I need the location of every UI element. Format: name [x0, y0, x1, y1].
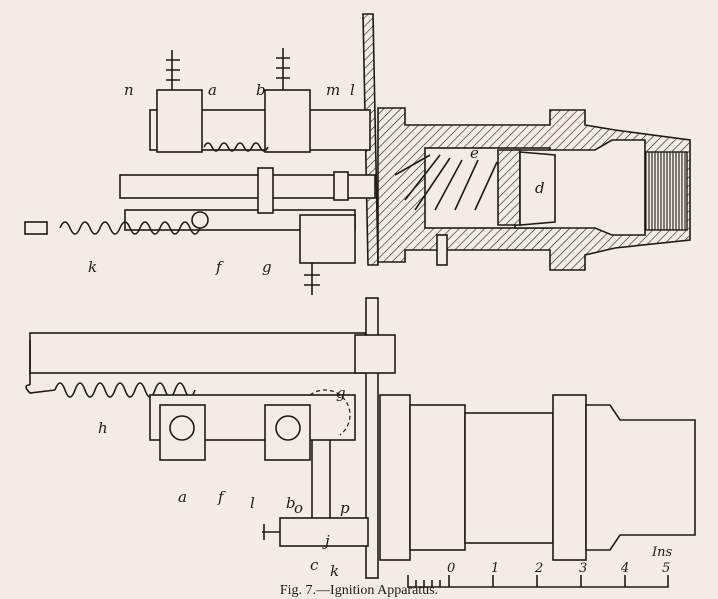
label-o: o — [294, 499, 303, 517]
exterior-view: h g a f l b j o p c k — [25, 297, 696, 580]
label-l-2: l — [250, 494, 255, 512]
block-b — [264, 89, 311, 153]
scale-tick-3: 3 — [579, 561, 587, 576]
sectional-view: n a b m l e d k f g — [24, 13, 691, 295]
label-f: f — [215, 258, 224, 276]
contact-block — [279, 517, 369, 547]
label-d: d — [535, 179, 545, 197]
spring-end — [24, 221, 48, 235]
figure-caption: Fig. 7.—Ignition Apparatus. — [280, 583, 438, 598]
barrel-2 — [464, 412, 554, 544]
knob — [262, 524, 280, 540]
spring-k — [59, 221, 201, 235]
terminal-b — [275, 415, 301, 441]
nozzle — [585, 404, 696, 551]
terminal-post — [304, 263, 320, 295]
scale-tick-1: 1 — [491, 561, 499, 576]
plug-head — [497, 149, 521, 226]
scale-unit: Ins — [651, 545, 673, 560]
pivot-eye — [191, 211, 209, 229]
lever-arm — [29, 332, 366, 374]
scale-tick-0: 0 — [447, 561, 455, 576]
label-e: e — [470, 144, 479, 162]
flange-2 — [552, 394, 587, 561]
label-m: m — [326, 81, 340, 99]
label-h: h — [98, 419, 108, 437]
label-c: c — [310, 556, 319, 574]
binding-posts — [166, 48, 290, 90]
label-b: b — [256, 81, 266, 99]
scale-tick-2: 2 — [534, 561, 543, 576]
block-a — [156, 89, 203, 153]
small-spring — [203, 142, 269, 152]
thread — [644, 151, 688, 231]
label-g-2: g — [336, 384, 346, 402]
block-a-ext — [159, 404, 206, 461]
label-k: k — [88, 258, 97, 276]
rod-j — [311, 440, 331, 520]
valve-d — [519, 151, 556, 226]
label-b-2: b — [286, 494, 296, 512]
scale-tick-4: 4 — [620, 561, 629, 576]
terminal-a — [169, 415, 195, 441]
bracket-g — [299, 214, 356, 264]
barrel-1 — [409, 404, 466, 551]
guide-m — [257, 167, 274, 214]
scale-bar: 0 1 2 3 4 5 Ins — [407, 545, 673, 588]
rod-upper — [119, 174, 376, 199]
label-p: p — [340, 499, 350, 517]
nut — [354, 334, 396, 374]
label-f-2: f — [217, 488, 226, 506]
label-a-2: a — [178, 488, 187, 506]
flange-1 — [379, 394, 411, 561]
coil-spring-e — [394, 154, 498, 211]
label-a: a — [208, 81, 217, 99]
label-n: n — [124, 81, 134, 99]
label-g: g — [262, 258, 272, 276]
hook — [25, 340, 56, 394]
label-l: l — [350, 81, 355, 99]
scale-ruler — [407, 575, 669, 588]
block-b-ext — [264, 404, 311, 461]
guide-l — [333, 171, 349, 201]
scale-tick-5: 5 — [662, 561, 670, 576]
stud — [436, 234, 448, 266]
cam-g — [309, 389, 351, 436]
label-j: j — [322, 532, 330, 550]
label-k-2: k — [330, 562, 339, 580]
